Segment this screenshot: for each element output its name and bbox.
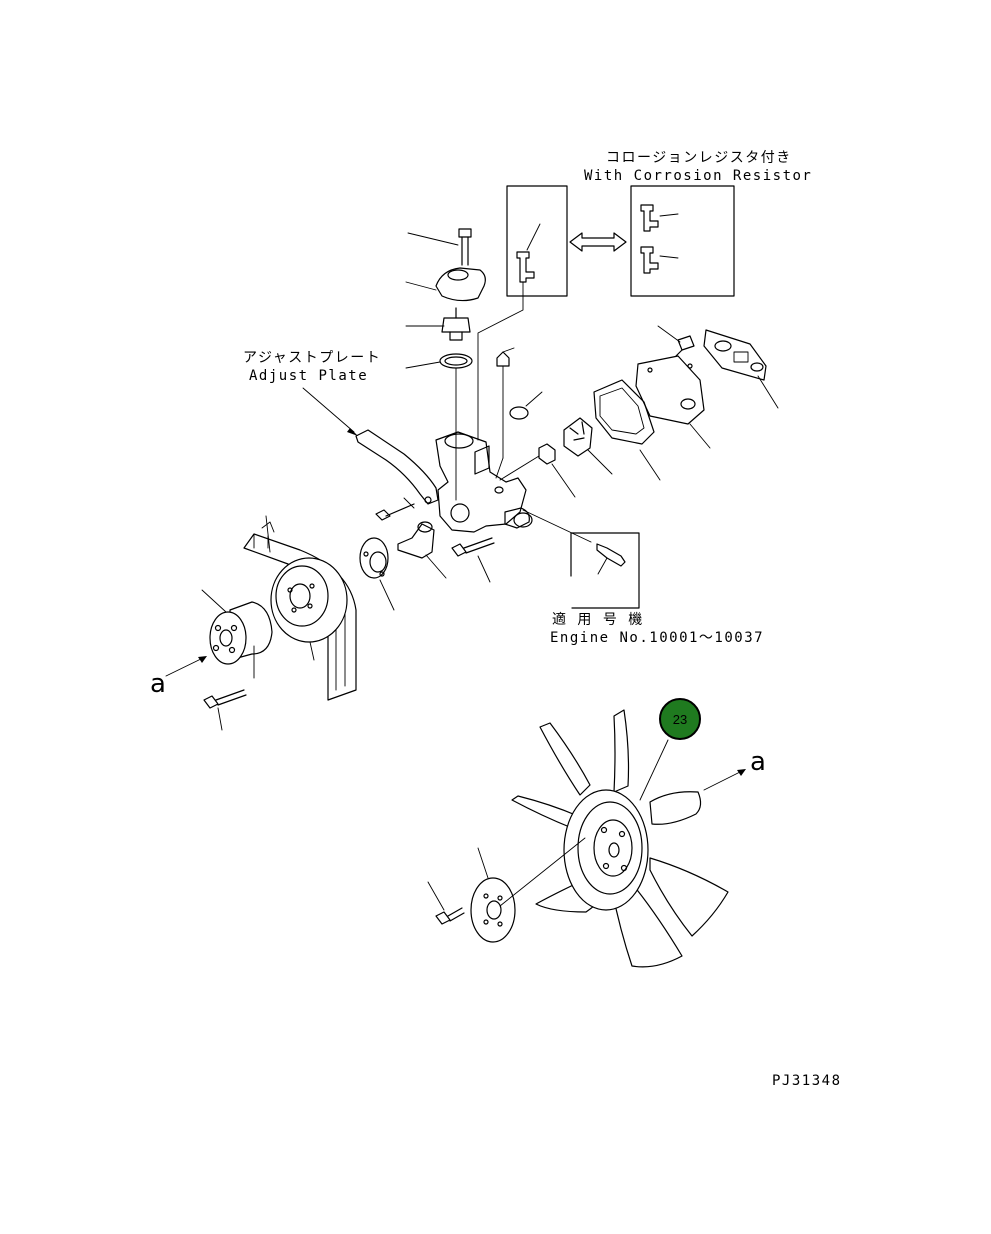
outer-gasket — [703, 329, 779, 409]
leader-cock — [477, 295, 524, 441]
fan-spacer — [201, 589, 273, 679]
fan-bolt — [427, 881, 465, 925]
badge-number: 23 — [673, 712, 687, 727]
adjust-bolt — [375, 497, 415, 521]
sensor-detail-box — [522, 509, 640, 609]
part-number-badge[interactable]: 23 — [659, 698, 701, 740]
thermostat — [405, 307, 471, 341]
thermostat-cover-bolt — [407, 228, 472, 266]
fan-spacer-plate — [470, 837, 586, 943]
badge-circle[interactable] — [659, 698, 701, 740]
view-a-label-left: a — [150, 669, 166, 699]
breather-plug — [496, 347, 515, 459]
engine-number-label: Engine No.10001～10037 — [550, 630, 764, 646]
pump-gasket — [593, 379, 661, 481]
corrosion-resistor-box — [630, 185, 735, 297]
drawing-id: PJ31348 — [772, 1073, 842, 1089]
view-a-arrow-left — [165, 656, 207, 677]
view-a-label-right: a — [750, 747, 766, 777]
adjust-plate-jp-label: アジャストプレート — [243, 350, 381, 366]
spacer-bolt — [203, 689, 247, 731]
adjust-plate-leader — [302, 387, 358, 436]
applicable-jp-label: 適 用 号 機 — [552, 611, 644, 628]
cooling-fan — [511, 709, 729, 968]
thermostat-cover — [405, 267, 486, 302]
cock-detail-box — [506, 185, 568, 297]
adjust-plate — [355, 429, 439, 505]
thermostat-seal — [405, 353, 473, 433]
bushing — [397, 521, 447, 579]
water-pump-body — [435, 431, 533, 533]
drive-pulley — [270, 557, 348, 661]
impeller — [563, 417, 613, 475]
o-ring — [509, 391, 543, 420]
pump-pulley-hub — [359, 537, 395, 611]
interchange-arrow — [569, 232, 627, 252]
corrosion-resistor-en-label: With Corrosion Resistor — [584, 168, 812, 184]
corrosion-resistor-jp-label: コロージョンレジスタ付き — [606, 150, 792, 166]
cover-bolt — [657, 325, 695, 357]
pump-cover — [635, 355, 711, 449]
adjust-plate-en-label: Adjust Plate — [249, 368, 368, 384]
pump-nut — [499, 443, 576, 498]
view-a-arrow-right — [703, 769, 746, 791]
mount-bolt — [451, 537, 495, 583]
